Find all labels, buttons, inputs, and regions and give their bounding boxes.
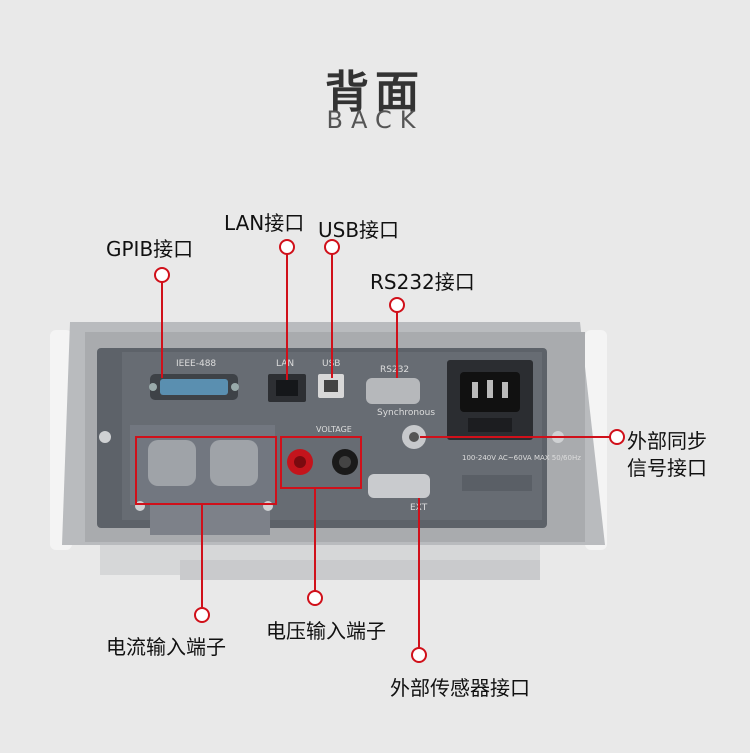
gpib-marker [154, 267, 170, 283]
ieee-label: IEEE-488 [176, 359, 216, 369]
gpib-callout-label: GPIB接口 [106, 237, 194, 261]
voltage-input-marker [307, 590, 323, 606]
rs232-port [366, 378, 420, 404]
sync-callout-label-line1: 外部同步 [627, 429, 707, 453]
lan-callout-label: LAN接口 [224, 211, 305, 235]
lan-label: LAN [276, 359, 294, 369]
current-input-highlight [135, 436, 277, 505]
sensor-callout-label: 外部传感器接口 [390, 676, 530, 700]
voltage-input-highlight [280, 436, 362, 489]
rs232-callout-label: RS232接口 [370, 270, 475, 294]
page-title: 背面 [325, 67, 425, 118]
synchronous-label: Synchronous [377, 408, 435, 418]
rs232-label: RS232 [380, 365, 409, 375]
voltage-input-callout-label: 电压输入端子 [266, 619, 386, 643]
power-spec-label: 100-240V AC~60VA MAX 50/60Hz [462, 454, 581, 462]
current-input-callout-label: 电流输入端子 [106, 635, 226, 659]
current-terminal-cover-2 [210, 440, 258, 486]
ext-sensor-port [368, 474, 430, 498]
usb-callout-label: USB接口 [318, 218, 400, 242]
usb-marker [324, 239, 340, 255]
lan-marker [279, 239, 295, 255]
page-subtitle: BACK [326, 106, 424, 134]
gpib-connector [160, 379, 228, 395]
sync-callout-label-line2: 信号接口 [627, 456, 707, 480]
rs232-marker [389, 297, 405, 313]
sync-marker [609, 429, 625, 445]
voltage-label: VOLTAGE [316, 425, 352, 434]
current-input-marker [194, 607, 210, 623]
current-terminal-cover-1 [148, 440, 196, 486]
sensor-marker [411, 647, 427, 663]
